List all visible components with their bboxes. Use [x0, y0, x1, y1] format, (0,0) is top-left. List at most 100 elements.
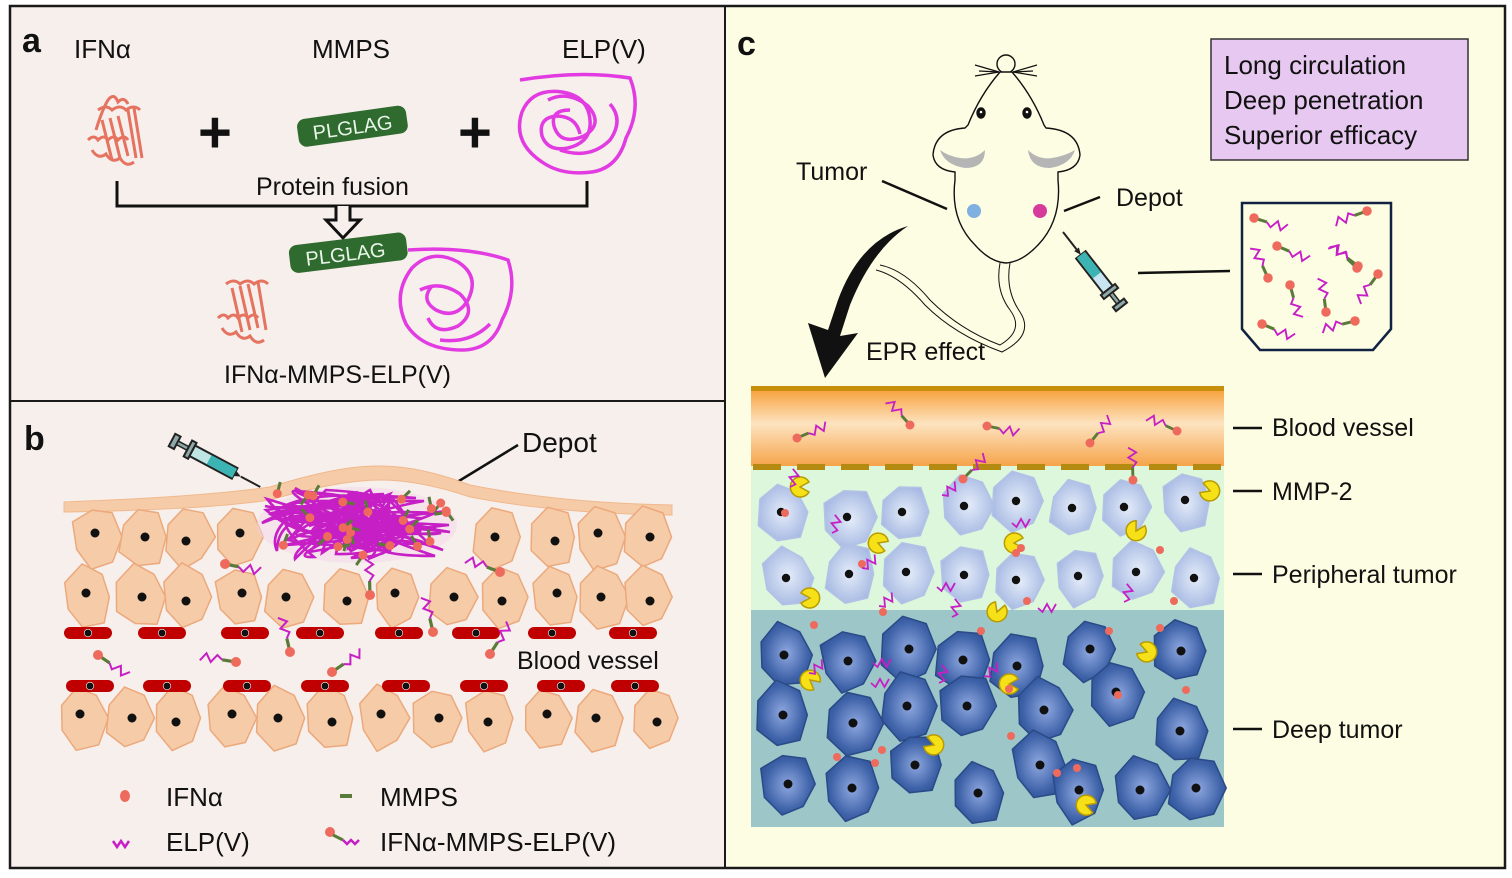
label-deep-tumor: Deep tumor — [1272, 716, 1403, 744]
cell-nucleus — [783, 779, 793, 789]
conjugate-molecule — [485, 621, 512, 659]
label-blood-vessel: Blood vessel — [1272, 414, 1414, 442]
legend-item-mmps: MMPS — [340, 782, 458, 812]
conjugate-molecule — [958, 452, 987, 484]
cell-nucleus — [497, 596, 507, 606]
tissue-cell — [577, 505, 627, 572]
tissue-cell — [358, 683, 411, 753]
ifn-dot — [338, 497, 348, 507]
ifn-dot — [977, 627, 985, 635]
mmp2-enzyme — [922, 734, 945, 756]
cell-nucleus — [848, 718, 858, 728]
elp-fragment — [829, 514, 843, 534]
peripheral-tumor-cells — [757, 470, 1221, 611]
cell-nucleus — [910, 760, 920, 770]
conjugate-molecule — [220, 559, 262, 576]
conjugate-molecule — [1257, 319, 1296, 341]
svg-text:MMPS: MMPS — [380, 782, 458, 812]
tissue-cell — [71, 509, 123, 571]
cell-nucleus — [902, 701, 912, 711]
cell-nucleus — [490, 532, 500, 542]
ifn-dot — [1012, 549, 1020, 557]
ifn-dot — [1114, 691, 1122, 699]
conjugate-molecule — [1085, 414, 1112, 448]
ifn-dot — [1073, 764, 1081, 772]
rbc-nucleus — [240, 628, 250, 638]
tissue-cells — [60, 505, 679, 753]
elp-fragment — [983, 662, 999, 678]
ifn-dot — [363, 507, 373, 517]
mmp2-enzyme — [1198, 480, 1221, 502]
conjugate-molecule — [277, 616, 295, 657]
conjugate-molecule — [1145, 414, 1182, 436]
conjugate-molecule — [1317, 277, 1331, 317]
cell-nucleus — [483, 717, 493, 727]
endothelial-cell — [1193, 464, 1221, 470]
mmp2-enzyme — [1125, 519, 1147, 542]
cell-nucleus — [1011, 496, 1021, 506]
tissue-cell — [530, 506, 576, 568]
tissue-cell — [214, 569, 263, 625]
svg-text:ELP(V): ELP(V) — [166, 827, 250, 857]
elp-coil-icon — [517, 72, 637, 175]
tissue-cell — [481, 566, 529, 630]
mmp2-enzyme — [799, 669, 821, 691]
panel-c: c Long circulation Deep penetration Supe… — [724, 5, 1506, 869]
legend-item-conjugate: IFNα-MMPS-ELP(V) — [325, 827, 616, 857]
cell-nucleus — [273, 713, 283, 723]
tissue-cell — [165, 508, 217, 571]
cell-nucleus — [959, 570, 969, 580]
depot-dot — [1033, 204, 1047, 218]
ifn-dot — [781, 509, 789, 517]
elp-fragment — [872, 657, 892, 669]
ifn-dot — [1005, 685, 1013, 693]
ifn-dot — [871, 759, 879, 767]
syringe-icon — [167, 432, 261, 488]
epr-arrow-icon — [808, 226, 908, 378]
rbc-nucleus — [83, 628, 93, 638]
particles — [781, 400, 1221, 816]
depot-label-b: Depot — [522, 427, 597, 458]
cell-nucleus — [434, 713, 444, 723]
conjugate-molecule — [464, 555, 505, 577]
cell-nucleus — [1074, 785, 1084, 795]
endothelial-cell — [1105, 464, 1133, 470]
elp-fragment — [861, 554, 877, 570]
svg-text:IFNα-MMPS-ELP(V): IFNα-MMPS-ELP(V) — [380, 827, 616, 857]
cell-nucleus — [552, 588, 562, 598]
mmp2-enzyme — [986, 600, 1008, 623]
ifn-dot — [1156, 624, 1164, 632]
cell-nucleus — [959, 501, 969, 511]
endothelial-cell — [929, 464, 957, 470]
cell-nucleus — [327, 717, 337, 727]
conjugate-molecule — [420, 596, 438, 637]
ifn-dot — [278, 540, 288, 550]
free-conjugates — [93, 555, 512, 677]
skin-layer — [63, 465, 673, 516]
elp-fragment — [808, 659, 824, 675]
tumor-label: Tumor — [796, 158, 867, 186]
cell-nucleus — [181, 596, 191, 606]
conjugate-molecule — [1249, 247, 1273, 283]
fusion-label: Protein fusion — [256, 173, 409, 201]
elp-fragment — [936, 664, 950, 684]
ifn-dot — [272, 489, 282, 499]
layer-labels: Blood vessel MMP-2 Peripheral tumor Deep… — [1233, 414, 1457, 744]
cell-nucleus — [140, 532, 150, 542]
cell-nucleus — [1180, 495, 1190, 505]
elp-fragment — [941, 481, 957, 497]
conjugate-molecule — [792, 421, 827, 443]
cell-nucleus — [779, 650, 789, 660]
leaky-endothelium — [753, 464, 1221, 470]
elp-label: ELP(V) — [562, 34, 646, 64]
ifn-dot — [858, 560, 866, 568]
cell-nucleus — [973, 788, 983, 798]
elp-fragment — [1037, 602, 1057, 614]
cell-nucleus — [90, 528, 100, 538]
panel-c-letter: c — [737, 25, 756, 63]
legend-item-ifn: IFNα — [120, 782, 223, 812]
ifn-dot — [396, 494, 406, 504]
cell-nucleus — [843, 656, 853, 666]
elp-fragment — [870, 677, 890, 689]
